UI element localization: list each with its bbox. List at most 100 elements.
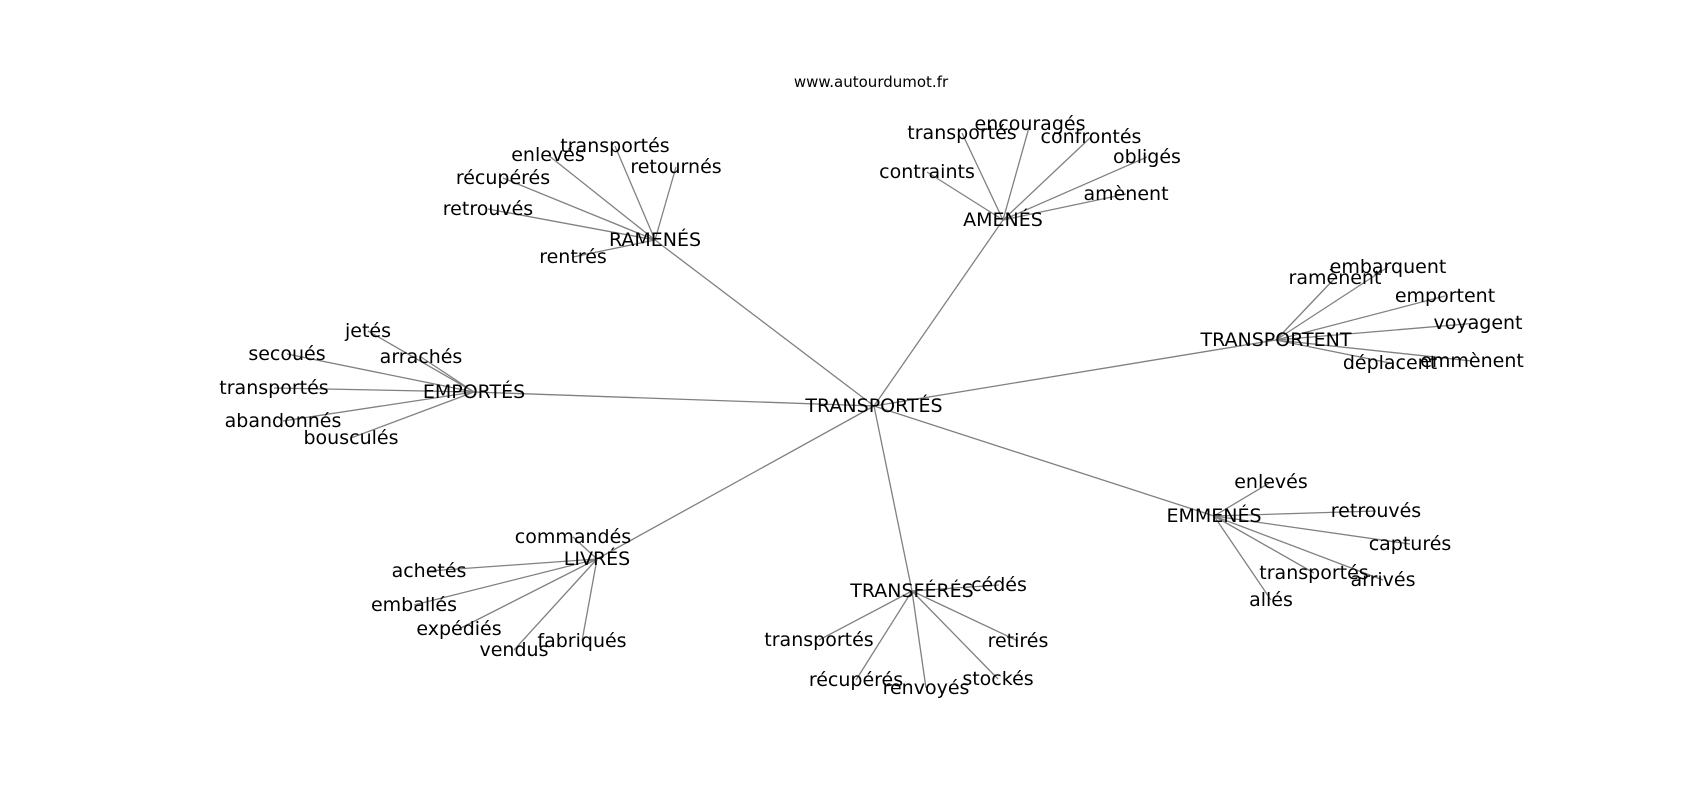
leaf-word-node[interactable]: retirés (988, 630, 1049, 652)
hub-to-leaf-edge (420, 356, 475, 393)
hub-to-leaf-edge (581, 558, 598, 642)
hub-to-leaf-edge (1002, 193, 1127, 221)
leaf-word-node[interactable]: secoués (248, 343, 325, 365)
leaf-word-node[interactable]: emportent (1395, 285, 1495, 307)
hub-to-leaf-edge (350, 391, 475, 439)
hub-to-leaf-edge (282, 391, 475, 422)
leaf-word-node[interactable]: voyagent (1434, 312, 1523, 334)
hub-word-node[interactable]: EMMENÉS (1166, 504, 1261, 527)
leaf-word-node[interactable]: récupérés (456, 167, 550, 189)
leaf-word-node[interactable]: fabriqués (537, 630, 626, 652)
hub-to-leaf-edge (1002, 136, 1092, 221)
hub-to-leaf-edge (487, 208, 656, 241)
hub-to-leaf-edge (818, 590, 913, 641)
leaf-word-node[interactable]: amènent (1083, 183, 1168, 205)
label-layer: TRANSPORTÉSRAMENÉStransportésenlevésreto… (219, 113, 1524, 699)
hub-to-leaf-edge (286, 353, 475, 393)
hub-to-leaf-edge (1275, 295, 1446, 341)
hub-to-leaf-edge (1213, 515, 1411, 545)
leaf-word-node[interactable]: bousculés (304, 427, 399, 449)
hub-to-leaf-edge (1002, 156, 1148, 221)
hub-to-leaf-edge (1275, 322, 1479, 341)
hub-to-leaf-edge (1213, 515, 1272, 601)
hub-to-leaf-edge (911, 584, 1000, 592)
hub-to-leaf-edge (855, 590, 913, 681)
center-to-hub-edge (873, 339, 1277, 407)
hub-word-node[interactable]: AMENÉS (963, 208, 1043, 231)
hub-to-leaf-edge (547, 154, 656, 241)
hub-to-leaf-edge (513, 558, 598, 651)
leaf-word-node[interactable]: cédés (971, 574, 1027, 596)
hub-to-leaf-edge (413, 558, 598, 606)
hub-to-leaf-edge (367, 330, 475, 393)
leaf-word-node[interactable]: rentrés (539, 246, 607, 268)
hub-to-leaf-edge (1275, 277, 1336, 341)
leaf-word-node[interactable]: arrivés (1350, 569, 1415, 591)
hub-to-leaf-edge (1213, 515, 1384, 581)
leaf-word-node[interactable]: enlevés (511, 144, 585, 166)
center-to-hub-edge (596, 405, 875, 560)
leaf-word-node[interactable]: embarquent (1330, 256, 1447, 278)
leaf-word-node[interactable]: expédiés (416, 618, 501, 640)
leaf-word-node[interactable]: emmènent (1420, 350, 1524, 372)
hub-to-leaf-edge (428, 558, 598, 572)
hub-word-node[interactable]: LIVRÉS (564, 547, 630, 570)
leaf-word-node[interactable]: transportés (764, 629, 873, 651)
leaf-word-node[interactable]: commandés (515, 526, 631, 548)
leaf-word-node[interactable]: retournés (630, 156, 721, 178)
hub-word-node[interactable]: TRANSPORTENT (1200, 329, 1352, 351)
center-to-hub-edge (873, 405, 1215, 517)
leaf-word-node[interactable]: récupérés (809, 669, 903, 691)
leaf-word-node[interactable]: capturés (1369, 533, 1452, 555)
center-to-hub-edge (473, 391, 875, 407)
hub-to-leaf-edge (911, 590, 1019, 642)
leaf-word-node[interactable]: vendus (480, 639, 549, 661)
hub-to-leaf-edge (911, 590, 927, 689)
leaf-word-node[interactable]: déplacent (1343, 352, 1437, 374)
hub-to-leaf-edge (1213, 481, 1272, 517)
hub-to-leaf-edge (502, 177, 656, 241)
hub-to-leaf-edge (1275, 339, 1473, 362)
leaf-word-node[interactable]: renvoyés (883, 677, 970, 699)
leaf-word-node[interactable]: arrachés (380, 346, 463, 368)
leaf-word-node[interactable]: enlevés (1234, 471, 1308, 493)
hub-to-leaf-edge (273, 387, 475, 393)
leaf-word-node[interactable]: stockés (962, 668, 1033, 690)
edge-layer (273, 123, 1479, 689)
leaf-word-node[interactable]: allés (1249, 589, 1293, 611)
leaf-word-node[interactable]: transportés (560, 135, 669, 157)
leaf-word-node[interactable]: transportés (219, 377, 328, 399)
hub-to-leaf-edge (1002, 123, 1031, 221)
center-word-node[interactable]: TRANSPORTÉS (804, 394, 942, 417)
leaf-word-node[interactable]: confrontés (1041, 126, 1142, 148)
leaf-word-node[interactable]: transportés (907, 122, 1016, 144)
leaf-word-node[interactable]: retrouvés (1331, 500, 1421, 522)
hub-to-leaf-edge (614, 145, 656, 241)
hub-to-leaf-edge (1213, 510, 1377, 517)
hub-to-leaf-edge (572, 536, 598, 560)
source-caption: www.autourdumot.fr (793, 73, 949, 91)
leaf-word-node[interactable]: jetés (344, 320, 391, 342)
center-to-hub-edge (873, 405, 913, 592)
leaf-word-node[interactable]: transportés (1259, 562, 1368, 584)
hub-word-node[interactable]: RAMENÉS (609, 228, 701, 251)
hub-to-leaf-edge (458, 558, 598, 630)
leaf-word-node[interactable]: contraints (879, 161, 975, 183)
leaf-word-node[interactable]: ramènent (1289, 267, 1382, 289)
leaf-word-node[interactable]: achetés (392, 560, 467, 582)
hub-word-node[interactable]: EMPORTÉS (423, 380, 525, 403)
center-to-hub-edge (873, 219, 1004, 407)
leaf-word-node[interactable]: emballés (371, 594, 457, 616)
leaf-word-node[interactable]: abandonnés (225, 410, 342, 432)
center-to-hub-edge (654, 239, 875, 407)
hub-to-leaf-edge (572, 239, 656, 258)
hub-to-leaf-edge (1275, 339, 1391, 364)
hub-to-leaf-edge (961, 132, 1004, 221)
leaf-word-node[interactable]: encouragés (975, 113, 1086, 135)
hub-to-leaf-edge (1275, 266, 1389, 341)
leaf-word-node[interactable]: retrouvés (443, 198, 533, 220)
leaf-word-node[interactable]: obligés (1113, 146, 1181, 168)
hub-to-leaf-edge (911, 590, 999, 680)
hub-word-node[interactable]: TRANSFÉRÉS (849, 579, 974, 602)
